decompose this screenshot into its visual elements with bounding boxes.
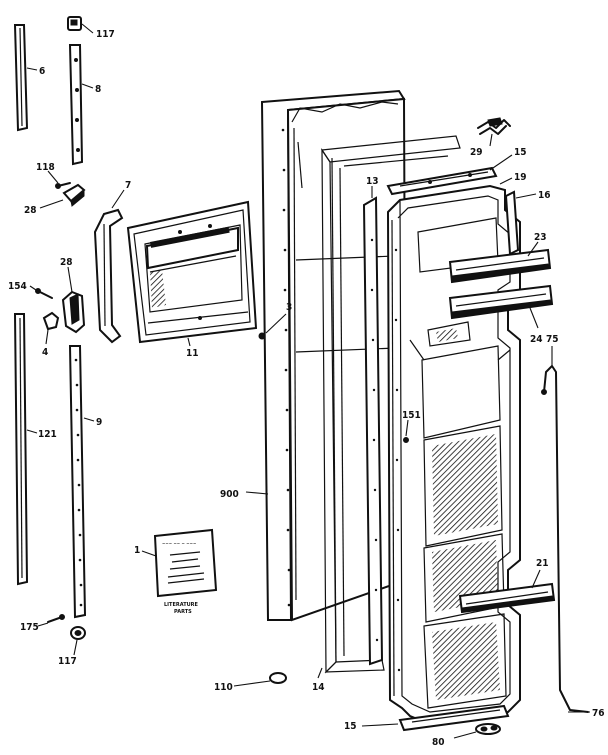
callout-6: 6 <box>39 66 45 77</box>
callout-175: 175 <box>20 622 39 633</box>
leader-28b <box>67 266 73 293</box>
part-3-plug <box>258 332 266 340</box>
leader-19 <box>499 177 513 185</box>
leader-121 <box>26 429 38 434</box>
leader-15-bottom <box>361 723 399 727</box>
part-117-top-bracket <box>67 16 82 31</box>
callout-154: 154 <box>8 281 27 292</box>
callout-29: 29 <box>470 147 483 158</box>
part-154-screw <box>35 288 53 299</box>
part-175-screw <box>47 614 65 623</box>
callout-76: 76 <box>592 708 605 719</box>
leader-151 <box>405 419 409 437</box>
leader-11 <box>187 337 191 347</box>
part-121-long-trim <box>13 313 29 586</box>
part-4-cap <box>42 311 60 331</box>
leader-29 <box>489 133 493 147</box>
callout-15-top: 15 <box>514 147 527 158</box>
leader-14 <box>317 667 323 679</box>
callout-23: 23 <box>534 232 547 243</box>
callout-8: 8 <box>95 84 101 95</box>
callout-80: 80 <box>432 737 445 748</box>
callout-19: 19 <box>514 172 527 183</box>
leader-7 <box>111 189 125 209</box>
part-80-roller <box>475 723 501 735</box>
callout-118: 118 <box>36 162 55 173</box>
callout-14: 14 <box>312 682 325 693</box>
part-15-top-trim <box>386 166 498 196</box>
part-110-clip <box>269 672 287 684</box>
callout-900: 900 <box>220 489 239 500</box>
callout-4: 4 <box>42 347 48 358</box>
part-117-bottom-bracket <box>70 626 86 640</box>
leader-4 <box>45 329 49 345</box>
callout-7: 7 <box>125 180 131 191</box>
part-9-long-hinge-strip <box>68 345 87 619</box>
leader-6 <box>26 67 38 71</box>
leader-117-bottom <box>73 639 78 656</box>
part-13-breaker-strip <box>362 196 384 666</box>
leader-24 <box>529 307 539 329</box>
leader-8 <box>81 83 94 89</box>
callout-28b: 28 <box>60 257 73 268</box>
leader-900 <box>245 491 269 495</box>
callout-3: 3 <box>286 302 292 313</box>
leader-117-top <box>81 23 94 34</box>
leader-110 <box>233 680 271 687</box>
callout-117-top: 117 <box>96 29 115 40</box>
literature-text-line: ~~~ ~~ ~ ~~~ <box>162 541 196 546</box>
callout-110: 110 <box>214 682 233 693</box>
part-28-handle-mount <box>61 290 86 334</box>
leader-3 <box>265 313 287 334</box>
callout-21: 21 <box>536 558 549 569</box>
part-118-screw <box>55 182 71 189</box>
leader-154 <box>29 285 37 291</box>
callout-13: 13 <box>366 176 379 187</box>
literature-caption-2: PARTS <box>174 609 192 615</box>
callout-11: 11 <box>186 348 199 359</box>
callout-1: 1 <box>134 545 140 556</box>
leader-28a <box>39 199 64 209</box>
part-29-clip <box>477 117 511 135</box>
leader-9 <box>83 417 95 422</box>
literature-caption-1: LITERATURE <box>164 602 199 608</box>
callout-9: 9 <box>96 417 102 428</box>
callout-117-bottom: 117 <box>58 656 77 667</box>
part-23-bin <box>448 248 552 284</box>
callout-24: 24 <box>530 334 543 345</box>
part-11-dispenser-panel <box>126 200 258 344</box>
part-1-literature: ~~~ ~~ ~ ~~~ <box>153 528 218 598</box>
part-24-bin <box>448 284 554 320</box>
part-6-top-trim <box>13 24 29 132</box>
leader-80 <box>453 731 477 739</box>
leader-118 <box>47 170 59 184</box>
part-15-bottom-trim <box>398 704 510 732</box>
part-7-door-handle <box>93 208 124 344</box>
leader-1 <box>141 550 157 557</box>
callout-121: 121 <box>38 429 57 440</box>
callout-151: 151 <box>402 410 421 421</box>
part-16-trim <box>504 190 520 256</box>
part-14-gasket <box>320 135 461 674</box>
callout-15-bottom: 15 <box>344 721 357 732</box>
part-151-plug <box>403 437 409 443</box>
part-21-bin <box>458 582 556 614</box>
leader-16 <box>515 193 537 199</box>
part-door-liner <box>386 184 556 724</box>
leader-23 <box>527 241 539 257</box>
callout-16: 16 <box>538 190 551 201</box>
callout-75: 75 <box>546 334 559 345</box>
part-75-wire <box>541 365 589 713</box>
callout-28a: 28 <box>24 205 37 216</box>
leader-21 <box>531 569 541 589</box>
part-8-hinge-strip <box>68 44 84 166</box>
leader-15-top <box>489 154 513 171</box>
leader-175 <box>37 622 49 627</box>
part-28-hinge-block-top <box>62 183 86 207</box>
